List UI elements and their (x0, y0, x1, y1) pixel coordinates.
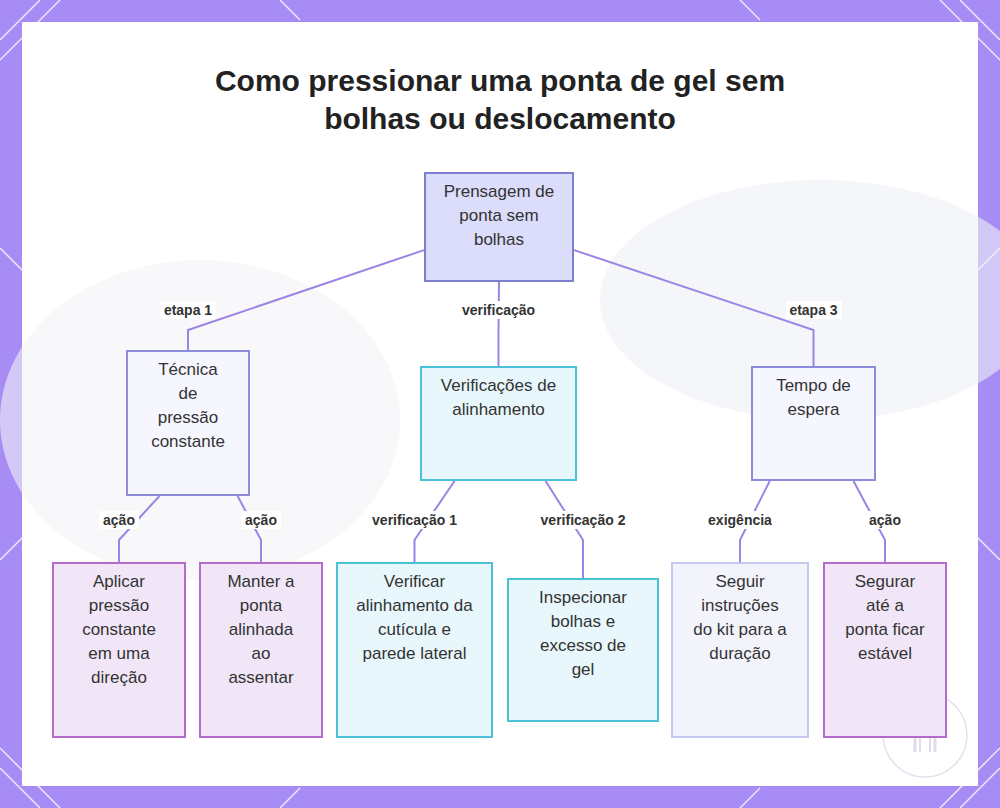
check-item-box: Inspecionar bolhas e excesso de gel (507, 578, 659, 722)
edge-label: ação (865, 511, 905, 529)
connector (546, 481, 583, 578)
node-label: Verificar alinhamento da cutícula e pare… (352, 570, 477, 666)
node-label: Tempo de espera (767, 374, 860, 422)
action-box: Manter a ponta alinhada ao assentar (199, 562, 323, 738)
corner-line (280, 0, 300, 20)
node-label: Aplicar pressão constante em uma direção (74, 570, 164, 690)
corner-line (978, 538, 1000, 560)
title-text: Como pressionar uma ponta de gel sem bol… (170, 62, 830, 138)
check-box: Verificações de alinhamento (420, 366, 577, 481)
corner-line (280, 788, 300, 808)
node-label: Prensagem de ponta sem bolhas (440, 180, 558, 252)
panel (22, 22, 978, 786)
corner-line (740, 0, 760, 20)
title: Como pressionar uma ponta de gel sem bol… (170, 62, 830, 138)
corner-line (0, 538, 22, 560)
connector (238, 496, 261, 562)
node-label: Inspecionar bolhas e excesso de gel (533, 586, 633, 682)
node-label: Seguir instruções do kit para a duração (693, 570, 787, 666)
node-label: Técnica de pressão constante (150, 358, 226, 454)
check-item-box: Verificar alinhamento da cutícula e pare… (336, 562, 493, 738)
connector (119, 496, 159, 562)
connector (498, 282, 501, 366)
action-box: Segurar até a ponta ficar estável (823, 562, 947, 738)
edge-label: etapa 1 (160, 301, 216, 319)
requirement-box: Seguir instruções do kit para a duração (671, 562, 809, 738)
edge-label: verificação 2 (537, 511, 630, 529)
corner-line (0, 248, 22, 270)
edge-label: ação (241, 511, 281, 529)
action-box: Aplicar pressão constante em uma direção (52, 562, 186, 738)
step-box: Tempo de espera (751, 366, 876, 481)
connector (188, 250, 424, 350)
node-label: Manter a ponta alinhada ao assentar (219, 570, 303, 690)
edge-label: etapa 3 (785, 301, 841, 319)
node-label: Verificações de alinhamento (434, 374, 563, 422)
corner-line (740, 788, 760, 808)
edge-label: verificação (458, 301, 539, 319)
step-box: Técnica de pressão constante (126, 350, 250, 496)
node-label: Segurar até a ponta ficar estável (843, 570, 927, 666)
edge-label: verificação 1 (368, 511, 461, 529)
edge-label: ação (99, 511, 139, 529)
root-box: Prensagem de ponta sem bolhas (424, 172, 574, 282)
connector (574, 250, 814, 366)
background-blur (0, 260, 400, 580)
edge-label: exigência (704, 511, 776, 529)
